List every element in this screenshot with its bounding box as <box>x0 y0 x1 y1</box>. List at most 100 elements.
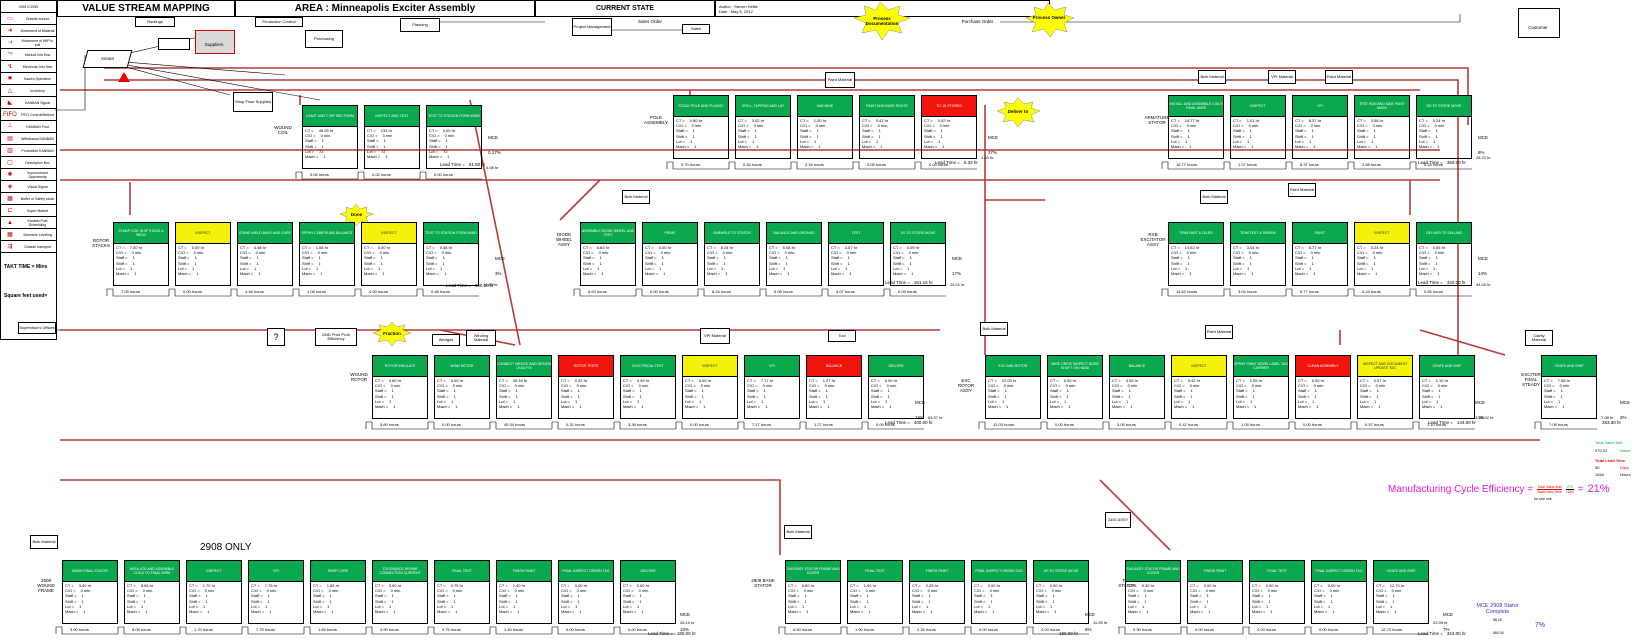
bulk-material-box-1[interactable]: Bulk Material <box>1198 70 1226 84</box>
routings-box[interactable]: Routings <box>135 17 175 27</box>
process-box[interactable]: INSULATE AND ASSEMBLE COILS TO FINAL WIR… <box>124 560 180 624</box>
purchasing-box[interactable]: Purchasing <box>305 30 343 48</box>
production-control-box[interactable]: Production Control <box>255 17 303 27</box>
shop-floor-supplies-box[interactable]: Shop Floor Supplies <box>233 92 273 112</box>
field-label: Mach = <box>305 154 319 160</box>
paint-material-box-3[interactable]: Paint Material <box>1288 183 1316 197</box>
vpi-material-box-2[interactable]: VPI Material <box>1268 70 1296 84</box>
tool-box[interactable]: Tool <box>828 330 856 342</box>
project-management-box[interactable]: Project Management <box>572 18 612 36</box>
sales-box[interactable]: Sales <box>682 24 710 34</box>
supervisors-offices-box[interactable]: Supervisor's Offices <box>18 322 56 334</box>
bulk-material-box-6[interactable]: Bulk Material <box>784 525 812 539</box>
paint-material-box-2[interactable]: Paint Material <box>1325 70 1353 84</box>
field-value: 1 <box>1390 603 1393 609</box>
planning-box[interactable]: Planning <box>400 18 440 32</box>
gdg-assy-box[interactable]: GDG ASSY <box>1105 512 1131 528</box>
dnd-box[interactable]: DND Prior Prob Efficiency <box>315 328 357 346</box>
paint-material-box-4[interactable]: Paint Material <box>1205 325 1233 339</box>
field-value: 0 min <box>1391 588 1402 594</box>
paint-material-box-1[interactable]: Paint Material <box>825 72 855 88</box>
bulk-material-box-3[interactable]: Bulk Material <box>622 190 650 204</box>
vpi-material-box[interactable]: VPI Material <box>700 328 730 344</box>
clarity-material-box[interactable]: Clarity Material <box>1525 330 1553 346</box>
wedges-box[interactable]: Wedges <box>432 334 460 346</box>
bulk-material-box-4[interactable]: Bulk Material <box>980 322 1008 336</box>
question-box[interactable]: ? <box>267 328 285 346</box>
winding-material-box[interactable]: Winding Material <box>466 330 496 346</box>
sigma-box[interactable]: SIGMA <box>82 50 133 68</box>
bulk-material-box-2[interactable]: Bulk Material <box>1200 190 1228 204</box>
bulk-material-box-5[interactable]: Bulk Material <box>30 535 58 549</box>
